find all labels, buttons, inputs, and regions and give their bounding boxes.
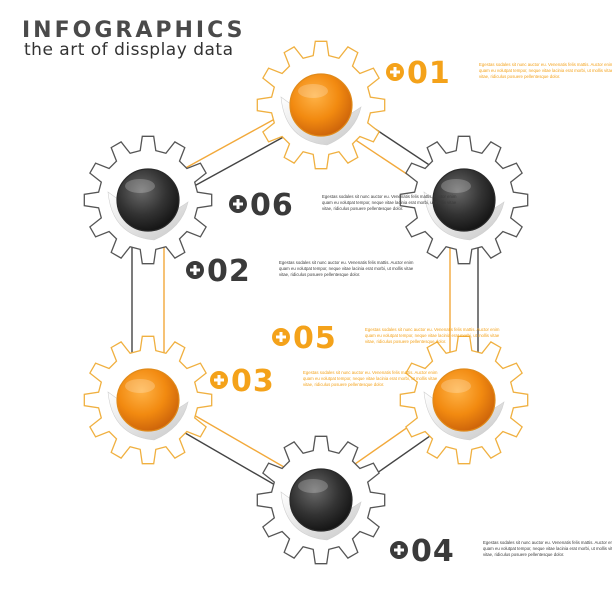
step-description-line: vitae, ridiculus posuere pellentesque do… <box>483 552 564 557</box>
step-description-line: Egestas sodales sit nunc auctor eu. Vene… <box>483 540 612 545</box>
step-description-line: vitae, ridiculus posuere pellentesque do… <box>365 339 446 344</box>
dark-button-circle <box>116 168 180 232</box>
step-label-02: 02 Egestas sodales sit nunc auctor eu. Ve… <box>186 254 414 289</box>
circle-highlight <box>298 84 328 98</box>
circle-highlight <box>441 379 471 393</box>
step-number: 04 <box>411 534 455 569</box>
step-description-line: quam eu volutpat tempor, neque vitae lac… <box>322 200 457 205</box>
step-description-line: vitae, ridiculus posuere pellentesque do… <box>322 206 403 211</box>
step-number: 02 <box>207 254 251 289</box>
step-number: 01 <box>407 56 451 91</box>
step-description-line: vitae, ridiculus posuere pellentesque do… <box>279 272 360 277</box>
plus-bar <box>193 265 197 275</box>
gear-bottom <box>256 435 386 565</box>
step-label-06: 06 Egestas sodales sit nunc auctor eu. Ve… <box>229 188 457 223</box>
step-label-05: 05 Egestas sodales sit nunc auctor eu. Ve… <box>272 321 500 356</box>
gear-left-bot <box>83 335 213 465</box>
connector-lines <box>131 95 479 510</box>
step-label-03: 03 Egestas sodales sit nunc auctor eu. Ve… <box>210 364 438 399</box>
step-label-04: 04 Egestas sodales sit nunc auctor eu. Ve… <box>390 534 612 569</box>
step-description-line: Egestas sodales sit nunc auctor eu. Vene… <box>322 194 457 199</box>
step-description-line: Egestas sodales sit nunc auctor eu. Vene… <box>279 260 414 265</box>
step-description-line: Egestas sodales sit nunc auctor eu. Vene… <box>365 327 500 332</box>
step-number: 05 <box>293 321 337 356</box>
plus-bar <box>397 545 401 555</box>
circle-highlight <box>298 479 328 493</box>
plus-bar <box>393 67 397 77</box>
dark-button-circle <box>289 468 353 532</box>
step-description-line: Egestas sodales sit nunc auctor eu. Vene… <box>303 370 438 375</box>
circle-highlight <box>125 179 155 193</box>
step-description-line: vitae, ridiculus posuere pellentesque do… <box>303 382 384 387</box>
gear-left-top <box>83 135 213 265</box>
subtitle: the art of dissplay data <box>24 40 233 60</box>
orange-button-circle <box>116 368 180 432</box>
gear-right-bot <box>399 335 529 465</box>
gear-right-top <box>399 135 529 265</box>
plus-bar <box>217 375 221 385</box>
step-number: 06 <box>250 188 294 223</box>
step-description-line: Egestas sodales sit nunc auctor eu. Vene… <box>479 62 612 67</box>
step-description-line: quam eu volutpat tempor, neque vitae lac… <box>303 376 438 381</box>
step-description-line: quam eu volutpat tempor, neque vitae lac… <box>365 333 500 338</box>
title: INFOGRAPHICS <box>22 18 245 43</box>
plus-bar <box>236 199 240 209</box>
step-number: 03 <box>231 364 275 399</box>
plus-bar <box>279 332 283 342</box>
gear-group <box>83 40 529 565</box>
step-label-01: 01 Egestas sodales sit nunc auctor eu. Ve… <box>386 56 612 91</box>
circle-highlight <box>441 179 471 193</box>
dark-button-circle <box>432 168 496 232</box>
orange-button-circle <box>289 73 353 137</box>
gear-top <box>256 40 386 170</box>
orange-button-circle <box>432 368 496 432</box>
step-description-line: quam eu volutpat tempor, neque vitae lac… <box>279 266 414 271</box>
step-description-line: vitae, ridiculus posuere pellentesque do… <box>479 74 560 79</box>
circle-highlight <box>125 379 155 393</box>
step-description-line: quam eu volutpat tempor, neque vitae lac… <box>479 68 612 73</box>
step-description-line: quam eu volutpat tempor, neque vitae lac… <box>483 546 612 551</box>
